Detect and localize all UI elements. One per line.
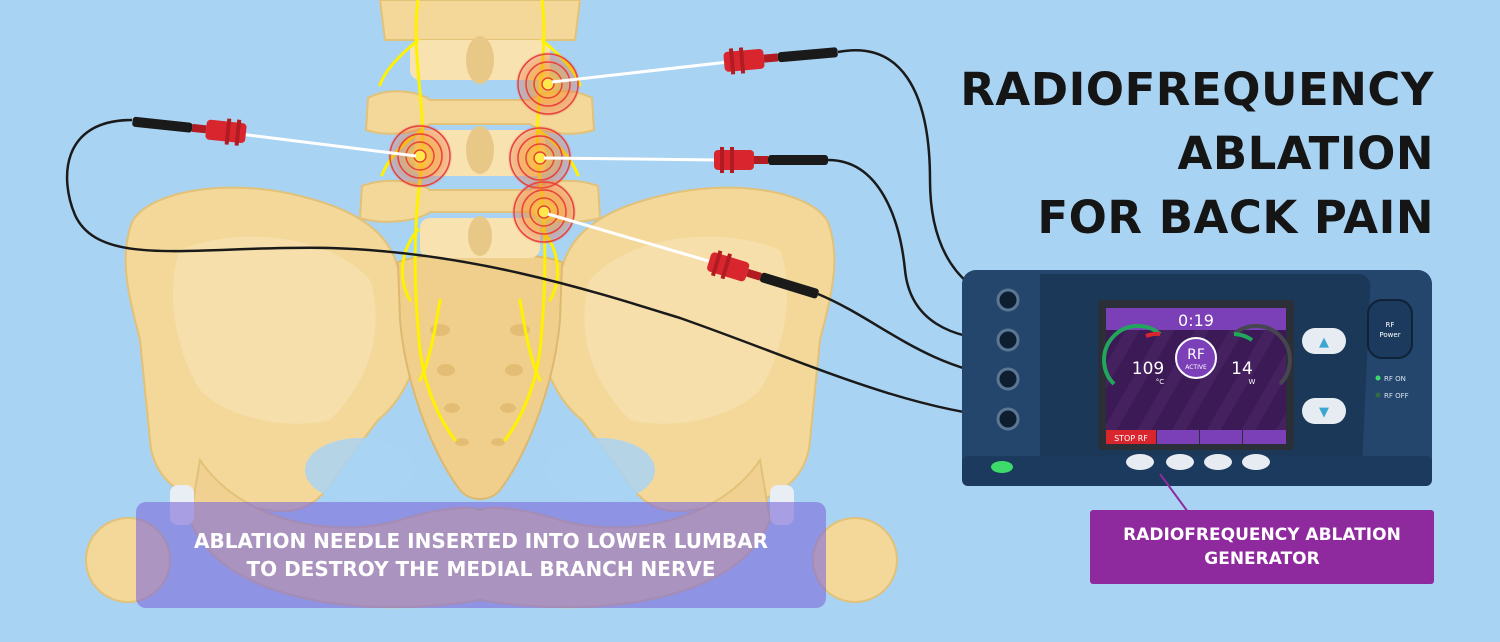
- timer-readout: 0:19: [1178, 311, 1214, 330]
- port-3: [996, 367, 1020, 391]
- rf-off-label: RF OFF: [1384, 392, 1409, 400]
- title-line-2: ABLATION: [1177, 127, 1434, 180]
- rf-power-button[interactable]: [1367, 299, 1413, 359]
- ablation-target-1: [516, 52, 580, 116]
- rf-on-label: RF ON: [1384, 375, 1406, 383]
- rf-off-led: [1375, 392, 1381, 398]
- left-fossa: [172, 236, 376, 424]
- screen-header: [1106, 308, 1286, 330]
- rf-active-badge: [1175, 337, 1217, 379]
- left-obturator: [305, 438, 415, 502]
- generator-label-line-1: RADIOFREQUENCY ABLATION: [1123, 525, 1401, 545]
- function-button-4[interactable]: [1242, 454, 1270, 470]
- temperature-gauge: [1102, 323, 1162, 386]
- device-status-led: [991, 461, 1013, 473]
- ablation-target-4: [512, 180, 576, 244]
- cable-2: [827, 158, 1007, 342]
- softkey-3[interactable]: [1200, 430, 1242, 444]
- device-base: [962, 456, 1432, 486]
- generator-label: RADIOFREQUENCY ABLATION GENERATOR: [1090, 510, 1434, 584]
- down-button[interactable]: [1302, 398, 1346, 424]
- caption-line-2: TO DESTROY THE MEDIAL BRANCH NERVE: [246, 557, 716, 581]
- ablation-target-3: [508, 126, 572, 190]
- port-4: [996, 407, 1020, 431]
- rf-status: ACTIVE: [1185, 364, 1207, 371]
- ablation-target-2: [388, 124, 452, 188]
- needle-shaft-3: [543, 156, 719, 162]
- needle-handle-2: [132, 116, 247, 146]
- needle-shaft-2: [239, 132, 417, 158]
- down-arrow-icon: ▼: [1319, 405, 1329, 420]
- power-unit: W: [1249, 378, 1256, 386]
- port-1: [996, 288, 1020, 312]
- caption-box: ABLATION NEEDLE INSERTED INTO LOWER LUMB…: [136, 502, 826, 608]
- up-button[interactable]: [1302, 328, 1346, 354]
- softkey-4[interactable]: [1243, 430, 1286, 444]
- needles: [132, 47, 838, 299]
- needle-handle-1: [723, 47, 838, 75]
- temperature-value: 109: [1132, 359, 1164, 379]
- softkey-2[interactable]: [1157, 430, 1199, 444]
- cable-4: [65, 118, 1007, 420]
- needle-shaft-1: [551, 60, 729, 84]
- needle-handle-3: [714, 147, 828, 173]
- needle-handle-4: [707, 250, 819, 299]
- function-button-3[interactable]: [1204, 454, 1232, 470]
- page-title: RADIOFREQUENCY ABLATION FOR BACK PAIN: [960, 58, 1434, 250]
- ablation-targets: [388, 52, 580, 244]
- cable-ports: [996, 288, 1020, 431]
- power-gauge-level: [1233, 332, 1254, 342]
- right-fossa: [584, 236, 788, 424]
- power-gauge: [1232, 323, 1292, 386]
- rf-power-label-line2: Power: [1379, 331, 1400, 339]
- generator-label-line-2: GENERATOR: [1204, 549, 1320, 569]
- port-2: [996, 328, 1020, 352]
- right-obturator: [545, 438, 655, 502]
- function-button-2[interactable]: [1166, 454, 1194, 470]
- function-button-1[interactable]: [1126, 454, 1154, 470]
- caption-line-1: ABLATION NEEDLE INSERTED INTO LOWER LUMB…: [193, 529, 769, 553]
- rf-on-led: [1375, 375, 1381, 381]
- up-arrow-icon: ▲: [1319, 335, 1329, 350]
- temperature-unit: °C: [1156, 378, 1165, 386]
- title-line-1: RADIOFREQUENCY: [960, 63, 1434, 116]
- title-line-3: FOR BACK PAIN: [1037, 191, 1434, 244]
- stop-rf-label: STOP RF: [1114, 434, 1148, 443]
- temperature-gauge-hot: [1145, 331, 1161, 338]
- power-value: 14: [1231, 359, 1253, 379]
- stop-rf-softkey[interactable]: [1106, 430, 1156, 444]
- needle-shaft-4: [547, 212, 713, 264]
- rf-generator-device: 0:19 109 °C RF ACTIVE 14 W STOP RF ▲ ▼ R…: [962, 270, 1432, 486]
- rf-label: RF: [1187, 347, 1205, 363]
- generator-leader-line: [1159, 473, 1189, 513]
- rf-power-label-line1: RF: [1386, 321, 1395, 329]
